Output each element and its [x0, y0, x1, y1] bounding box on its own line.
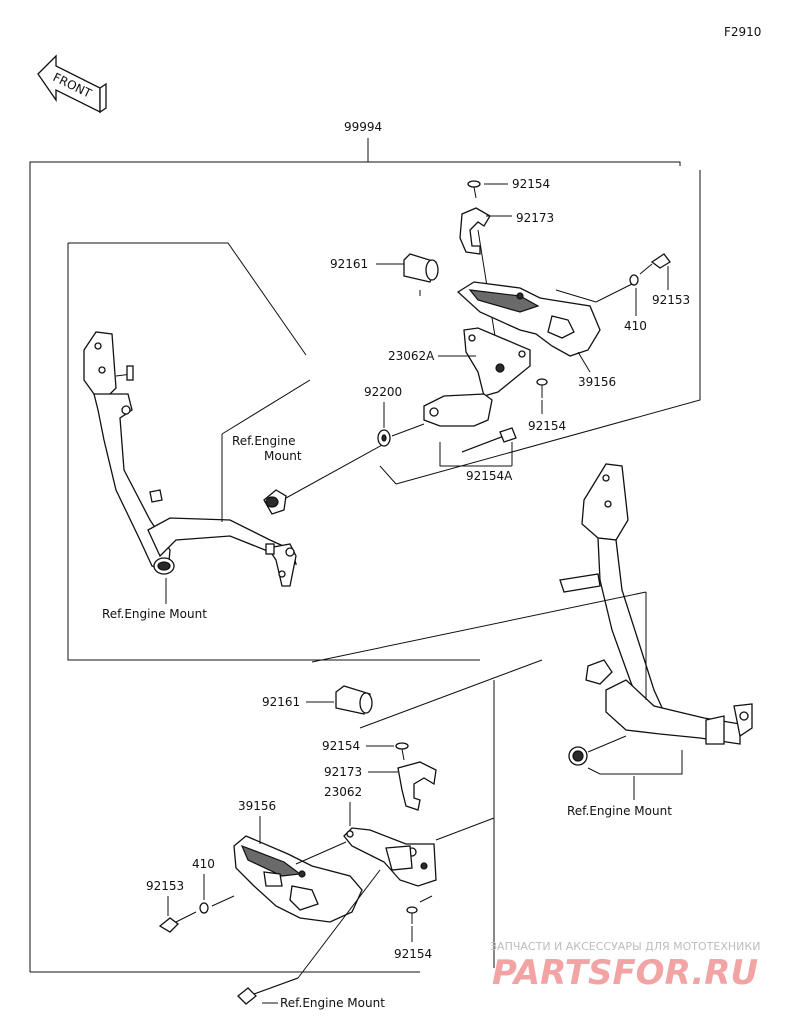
bracket-23062A — [423, 327, 531, 427]
label-92153-top: 92153 — [652, 293, 690, 307]
screw-92154-bot2 — [406, 906, 418, 924]
label-410-bot: 410 — [192, 857, 215, 871]
label-92154-bot2: 92154 — [394, 947, 432, 961]
collar-92161-upper — [403, 253, 439, 283]
ref-engine-mount-label-1a: Ref.Engine — [232, 434, 295, 448]
label-92200: 92200 — [364, 385, 402, 399]
ref-engine-mount-label-2: Ref.Engine Mount — [102, 607, 207, 621]
label-410-top: 410 — [624, 319, 647, 333]
ref-engine-mount-label-3: Ref.Engine Mount — [280, 996, 385, 1010]
label-92154A: 92154A — [466, 469, 513, 483]
clamp-92173-top — [459, 207, 491, 255]
inner-frame — [68, 242, 307, 356]
bracket-23062 — [343, 827, 437, 887]
slider-39156-lower — [233, 835, 363, 923]
bolt-ref-engine-mount-bottom — [237, 977, 299, 1005]
engine-mount-spacer-right — [568, 746, 588, 766]
slider-39156-upper — [456, 281, 601, 357]
label-92161-bot: 92161 — [262, 695, 300, 709]
bolt-92153-top — [639, 253, 671, 275]
label-92154-top: 92154 — [512, 177, 550, 191]
washer-410-bot — [199, 902, 209, 914]
screw-92154-top — [467, 180, 481, 199]
screw-92154-bot1 — [395, 742, 409, 761]
watermark-tagline: ЗАПЧАСТИ И АКСЕССУАРЫ ДЛЯ МОТОТЕХНИКИ — [490, 940, 760, 953]
figure-code: F2910 — [724, 25, 761, 39]
engine-mount-spacer-upper — [263, 489, 287, 515]
label-92154-bot1: 92154 — [322, 739, 360, 753]
frame-bracket-right — [559, 463, 753, 745]
front-arrow-icon: FRONT — [37, 54, 107, 114]
clamp-92173-lower — [397, 761, 437, 811]
ref-engine-mount-label-4: Ref.Engine Mount — [567, 804, 672, 818]
screw-92154-mid — [536, 378, 548, 398]
label-92153-bot: 92153 — [146, 879, 184, 893]
label-23062A: 23062A — [388, 349, 435, 363]
label-92161-top: 92161 — [330, 257, 368, 271]
label-92154-mid: 92154 — [528, 419, 566, 433]
bolt-92154A — [461, 427, 517, 453]
label-39156-top: 39156 — [578, 375, 616, 389]
assembly-label: 99994 — [344, 120, 382, 134]
frame-bracket-left — [83, 331, 297, 587]
label-23062: 23062 — [324, 785, 362, 799]
watermark-logo: PARTSFOR.RU — [492, 953, 758, 993]
label-92173-top: 92173 — [516, 211, 554, 225]
label-39156-bot: 39156 — [238, 799, 276, 813]
washer-410-top — [629, 274, 639, 286]
bolt-92153-bot — [158, 911, 197, 933]
ref-engine-mount-label-1b: Mount — [264, 449, 302, 463]
collar-92161-lower — [335, 685, 373, 715]
assembly-bracket — [29, 161, 681, 972]
label-92173-bot: 92173 — [324, 765, 362, 779]
